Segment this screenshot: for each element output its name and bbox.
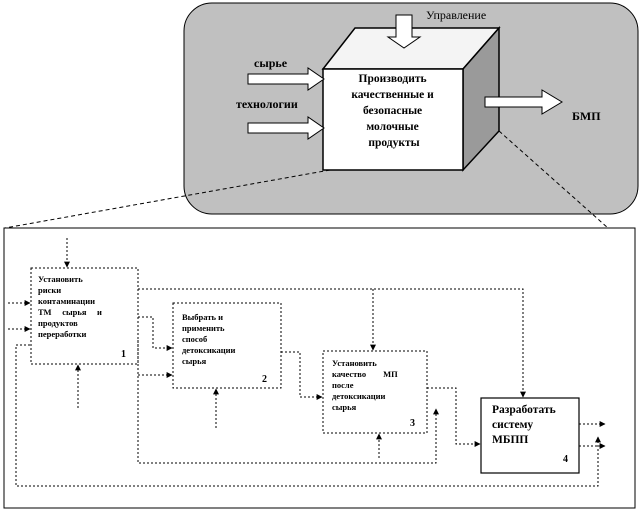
flow-3-to-4 (427, 387, 481, 447)
process-title: Производить качественные и безопасные мо… (351, 73, 436, 149)
activity-1-number: 1 (121, 349, 126, 360)
control-arrow-icon (386, 14, 422, 49)
activity-box-3 (322, 350, 428, 434)
input-tech-arrow-icon (247, 116, 325, 140)
activity-box-4 (480, 397, 580, 474)
connectors (8, 238, 606, 487)
activity-3-number: 3 (410, 418, 415, 429)
output-label: БМП (572, 109, 601, 123)
activity-2-number: 2 (262, 374, 267, 385)
input-tech-label: технологии (236, 97, 298, 111)
feedback-loop-outer (15, 344, 601, 487)
activity-box-1 (30, 267, 139, 365)
activity-3-text: Установить качество МП после детоксикаци… (332, 358, 400, 412)
input-raw-arrow-icon (247, 67, 325, 91)
cube-front-face (322, 68, 464, 171)
control-label: Управление (426, 8, 486, 22)
flow-1-to-4-control (138, 288, 526, 398)
activity-4-number: 4 (563, 454, 568, 465)
flow-1-to-2 (138, 316, 173, 351)
process-cube (321, 26, 501, 172)
input-raw-label: сырье (254, 56, 288, 70)
output-arrow-icon (484, 89, 563, 115)
callout-line-right (498, 130, 609, 229)
activity-1-text: Установить риски контаминации ТМ сырья и… (38, 274, 104, 339)
flow-2-to-3 (281, 351, 323, 400)
activity-4-text: Разработать систему МБПП (492, 404, 559, 446)
callout-line-left (4, 169, 331, 229)
activity-box-2 (172, 302, 282, 389)
activity-2-text: Выбрать и применить способ детоксикации … (182, 312, 238, 366)
feedback-loop-inner (137, 340, 439, 464)
decomposition-frame (3, 227, 636, 509)
